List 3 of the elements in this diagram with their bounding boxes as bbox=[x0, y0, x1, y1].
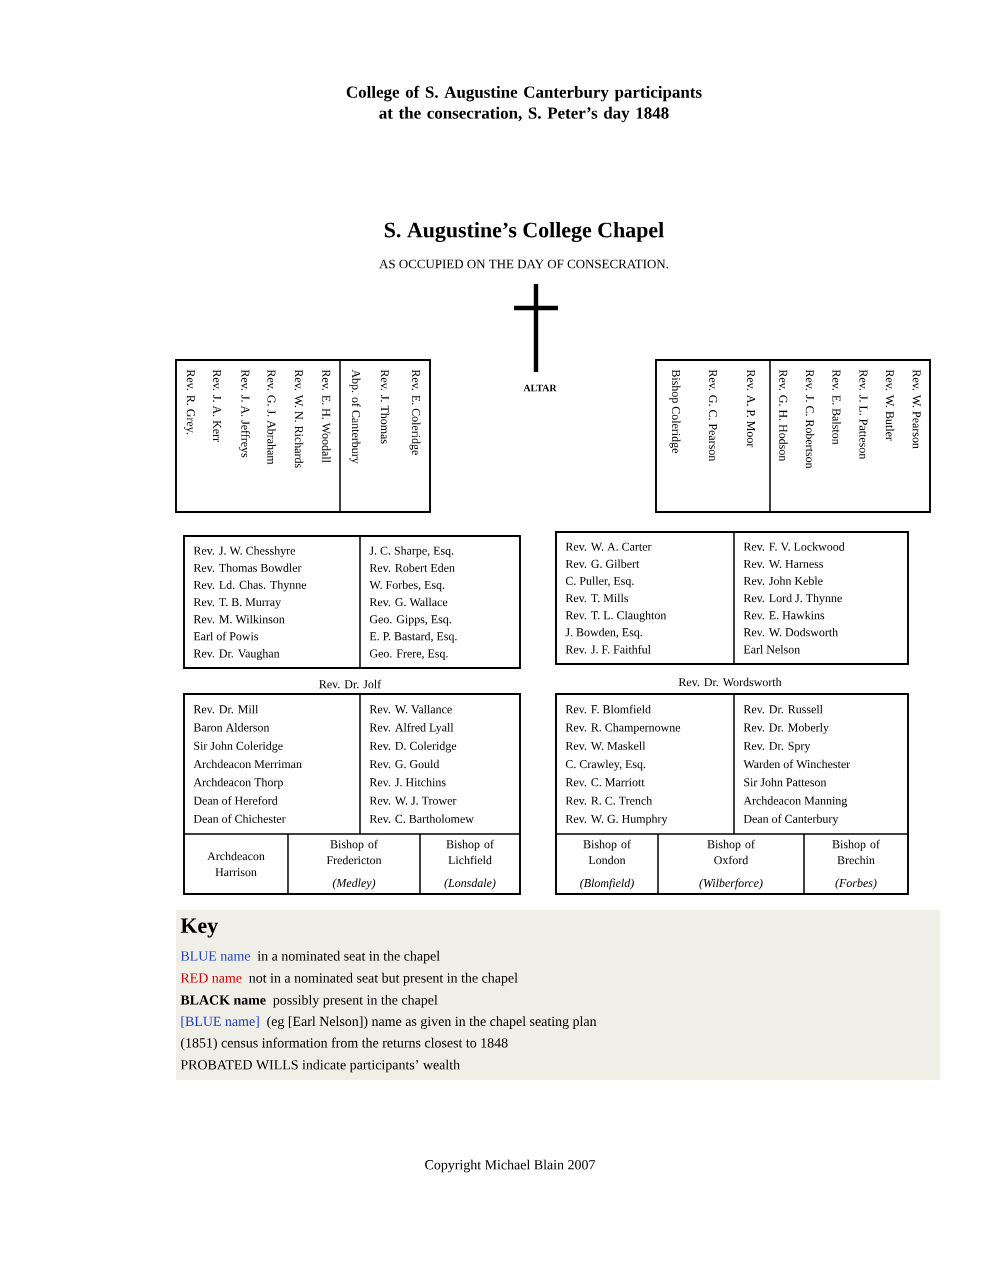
chapel-heading: S. Augustine’s College Chapel bbox=[384, 222, 664, 243]
key-heading: Key bbox=[180, 918, 218, 938]
title: College of S. Augustine Canterbury participants at the consecration, S. Peter’s day 1848 bbox=[346, 85, 702, 123]
